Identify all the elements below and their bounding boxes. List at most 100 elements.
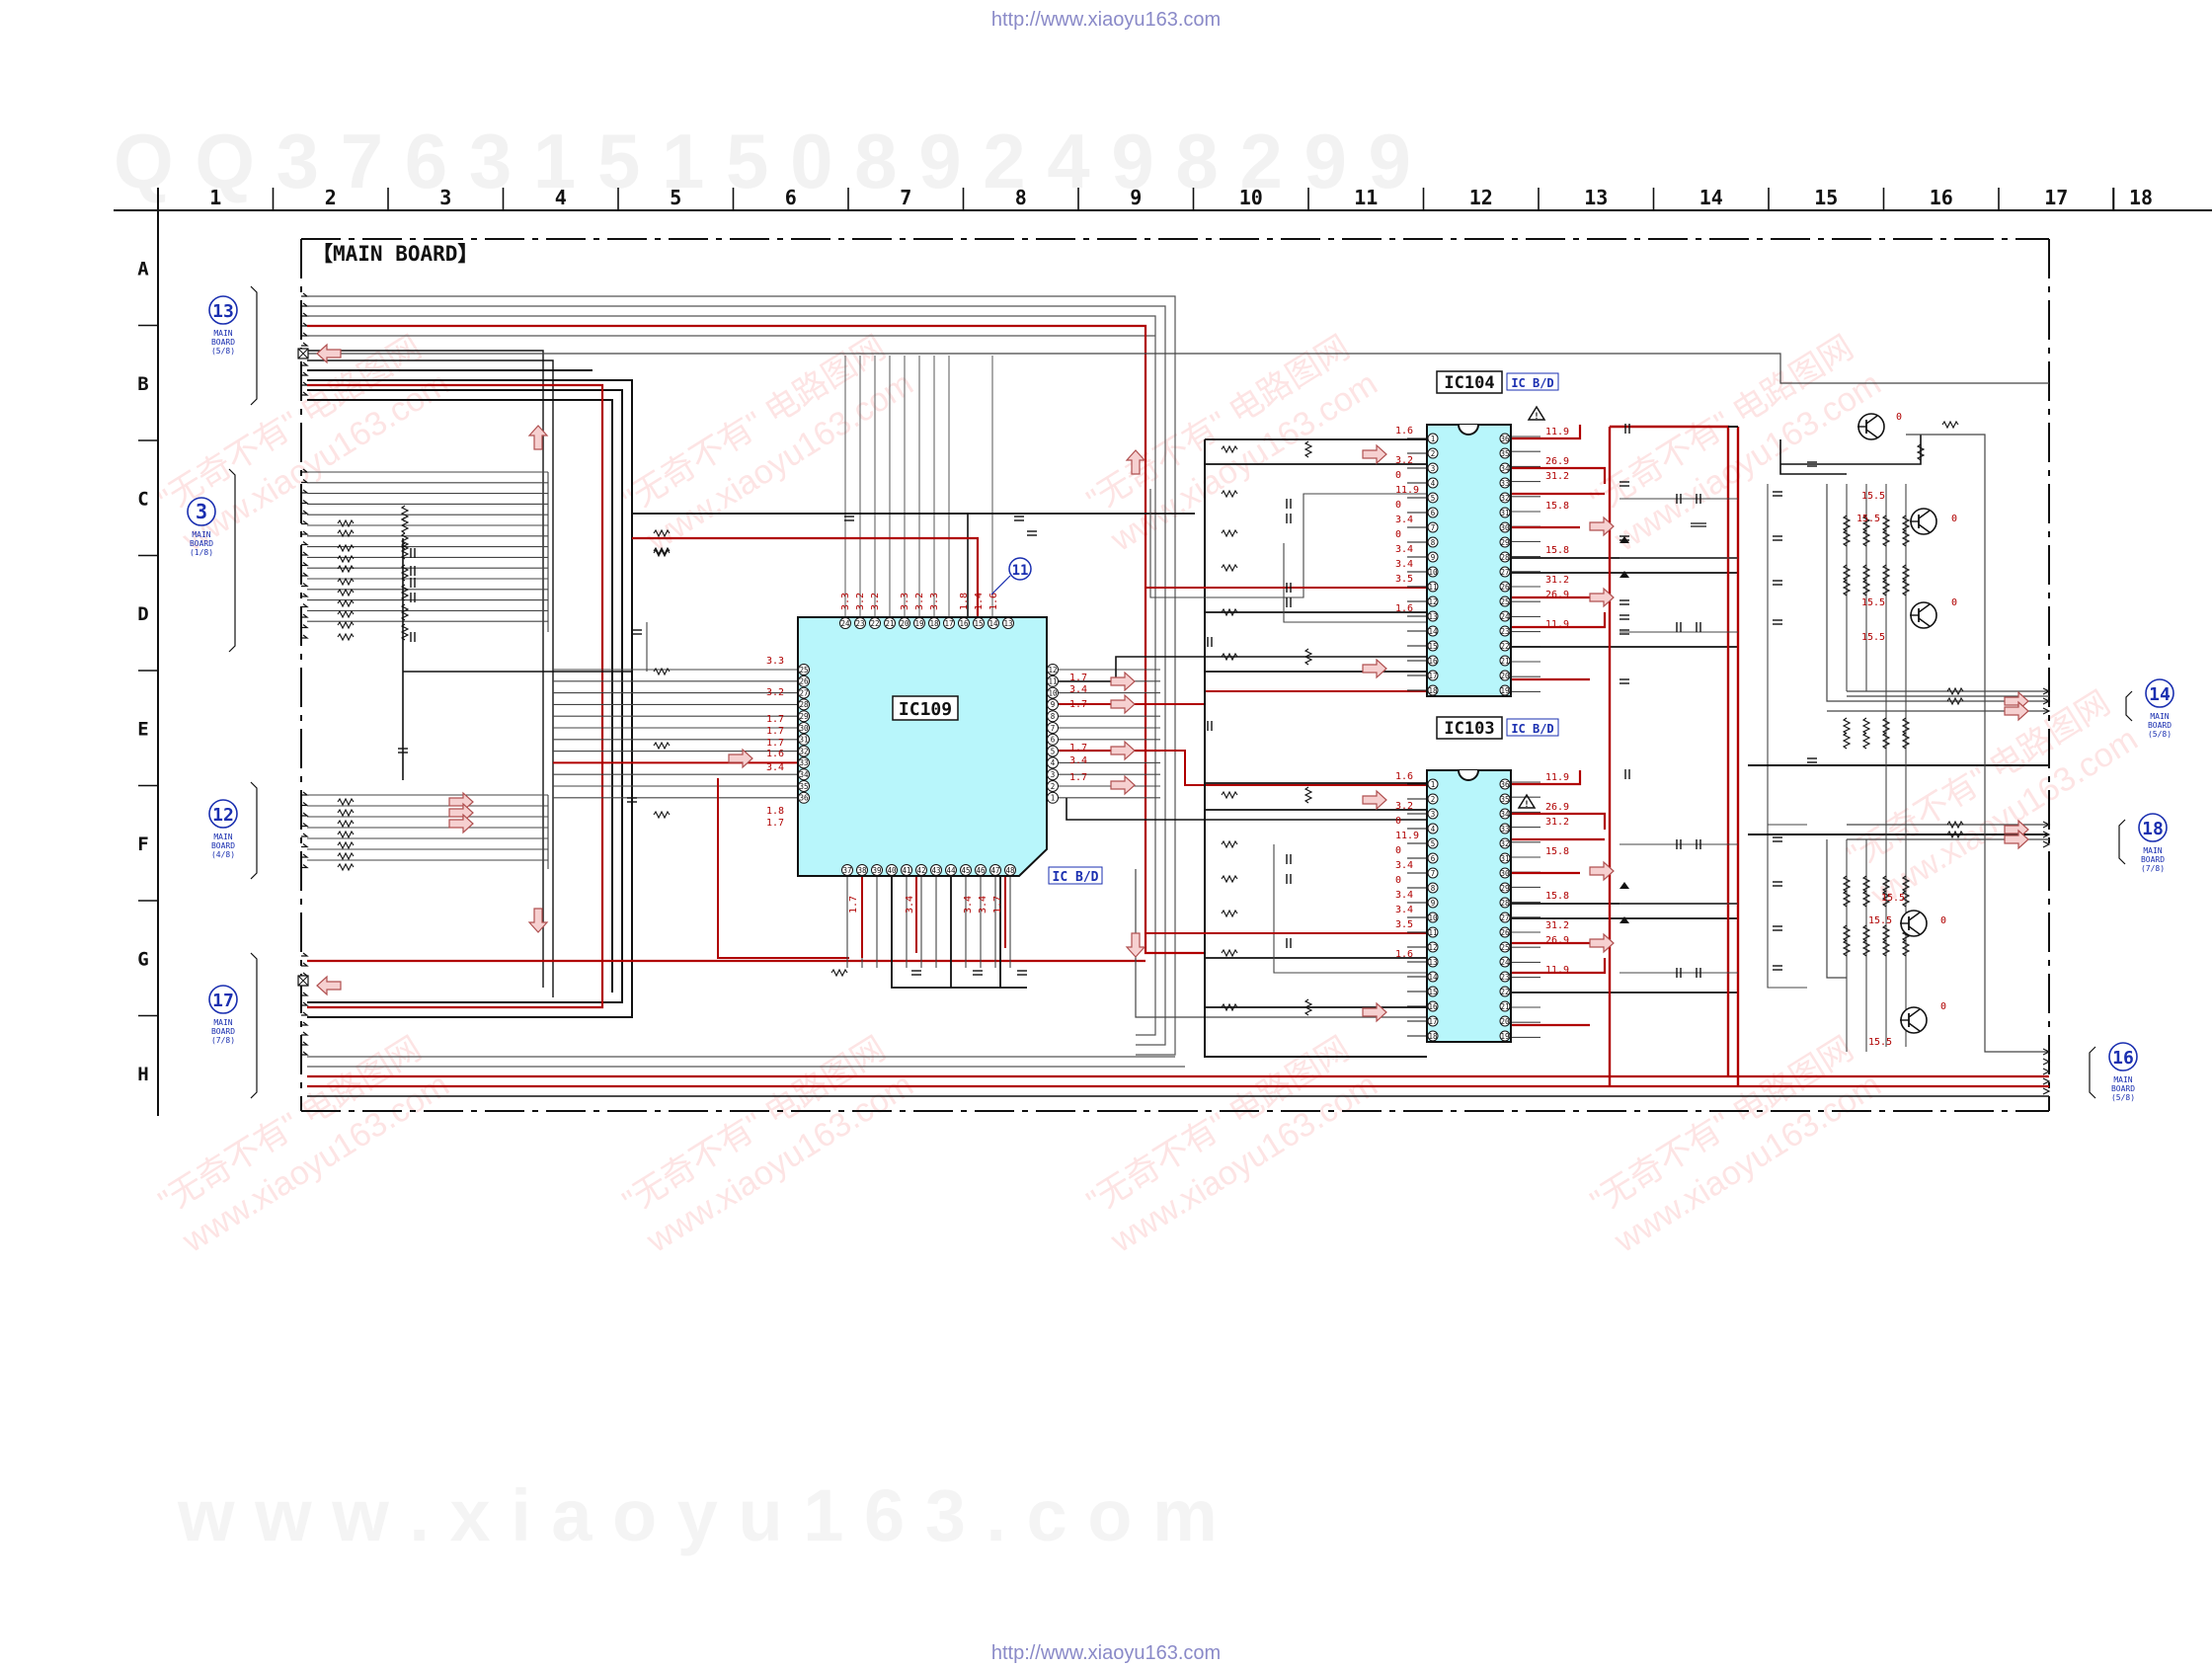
pin-number: 1 — [1431, 780, 1436, 789]
pin — [798, 791, 810, 804]
grid-col-label: 14 — [1699, 186, 1723, 209]
pin-number: 30 — [1500, 523, 1510, 532]
pin — [1427, 956, 1439, 968]
edge-arrow-icon — [301, 624, 309, 629]
pin-number: 18 — [1428, 686, 1438, 695]
pin-voltage: 11.9 — [1545, 427, 1569, 437]
pin-number: 29 — [1500, 538, 1509, 547]
site-watermark: w w w . x i a o y u 1 6 3 . c o m — [177, 1474, 1218, 1556]
grid-col-label: 2 — [325, 186, 337, 209]
pin-voltage: 1.7 — [766, 714, 784, 725]
red-signal — [1511, 770, 1582, 786]
pin-number: 26 — [1500, 928, 1510, 937]
transistor-voltage: 0 — [1896, 412, 1902, 423]
edge-arrow-icon — [301, 541, 309, 546]
resistor — [1946, 686, 1964, 696]
pin — [1499, 551, 1511, 563]
pin-voltage: 1.6 — [1395, 426, 1413, 437]
pin-voltage: 26.9 — [1545, 590, 1569, 600]
url-top[interactable]: http://www.xiaoyu163.com — [991, 9, 1221, 31]
pin — [1499, 462, 1511, 474]
resistor — [337, 840, 355, 850]
resistor — [400, 516, 410, 534]
pin-number: 35 — [1500, 449, 1509, 458]
pin-number: 10 — [1428, 913, 1438, 922]
pin-number: 31 — [799, 736, 808, 745]
pin — [1499, 793, 1511, 805]
connector-bracket — [250, 781, 258, 880]
resistor — [1304, 648, 1313, 666]
connector-bracket — [250, 952, 258, 1099]
connector-bracket — [250, 285, 258, 406]
edge-arrow-icon — [301, 510, 309, 515]
resistor — [337, 797, 355, 807]
pin-number: 30 — [1500, 869, 1510, 878]
pin-number: 28 — [799, 700, 809, 709]
red-signal — [1511, 466, 1607, 484]
pin-voltage: 3.3 — [900, 593, 910, 610]
pin — [988, 617, 999, 629]
pin-voltage: 1.6 — [1395, 949, 1413, 960]
pin-voltage: 0 — [1395, 875, 1401, 886]
pin-voltage: 31.2 — [1545, 575, 1569, 586]
resistor — [1901, 890, 1911, 908]
edge-arrow-icon — [301, 551, 309, 556]
pin-number: 41 — [902, 866, 910, 875]
resistor — [1881, 924, 1891, 942]
resistor — [1881, 717, 1891, 735]
resistor — [1861, 939, 1871, 957]
pin-number: 1 — [1051, 794, 1056, 803]
connector-number: 17 — [212, 991, 234, 1011]
pin — [960, 864, 972, 876]
pin — [1047, 664, 1059, 675]
pin — [1427, 521, 1439, 533]
resistor — [1901, 875, 1911, 893]
pin-voltage: 1.7 — [766, 726, 784, 737]
connector-badge — [2108, 1042, 2138, 1072]
pin — [989, 864, 1001, 876]
wire — [1273, 844, 1427, 974]
pin — [798, 780, 810, 792]
pin — [1047, 675, 1059, 687]
pin — [871, 864, 883, 876]
pin — [1499, 986, 1511, 997]
pin — [798, 686, 810, 699]
resistor — [1861, 890, 1871, 908]
resistor — [400, 623, 410, 641]
pin — [1047, 780, 1059, 792]
pin — [1427, 1015, 1439, 1027]
ic103[interactable]: 1234567891011121314151617183635343332313… — [1395, 769, 1569, 1043]
resistor — [1901, 732, 1911, 750]
diode-icon — [1620, 571, 1629, 578]
pin-voltage: 0 — [1395, 470, 1401, 481]
pin — [1427, 926, 1439, 938]
resistor — [653, 741, 671, 751]
pin-number: 42 — [916, 866, 925, 875]
resistor — [337, 518, 355, 528]
resistor — [1901, 717, 1911, 735]
wire — [1779, 439, 1847, 475]
watermark-layer: Q Q 3 7 6 3 1 5 1 5 0 8 9 2 4 9 8 2 9 9w… — [114, 118, 2144, 1556]
edge-arrow-icon — [301, 1011, 309, 1016]
signal-arrow-icon — [1589, 516, 1615, 537]
transistor-icon — [1865, 415, 1878, 425]
grid-row-label: D — [137, 603, 148, 625]
pin-voltage: 15.8 — [1545, 891, 1569, 902]
resistor — [337, 554, 355, 564]
pin — [1499, 566, 1511, 578]
pin-number: 16 — [1428, 657, 1438, 666]
connector-label: MAIN — [213, 329, 232, 338]
pin-voltage: 3.3 — [929, 593, 940, 610]
pin-number: 46 — [976, 866, 986, 875]
edge-arrow-icon — [301, 843, 309, 848]
wire — [307, 353, 2049, 384]
resistor — [1901, 515, 1911, 532]
resistor — [1881, 579, 1891, 596]
ic104[interactable]: 1234567891011121314151617183635343332313… — [1395, 424, 1569, 697]
url-bottom[interactable]: http://www.xiaoyu163.com — [991, 1642, 1221, 1664]
grid-col-label: 11 — [1354, 186, 1378, 209]
pin-voltage: 3.4 — [905, 896, 915, 913]
